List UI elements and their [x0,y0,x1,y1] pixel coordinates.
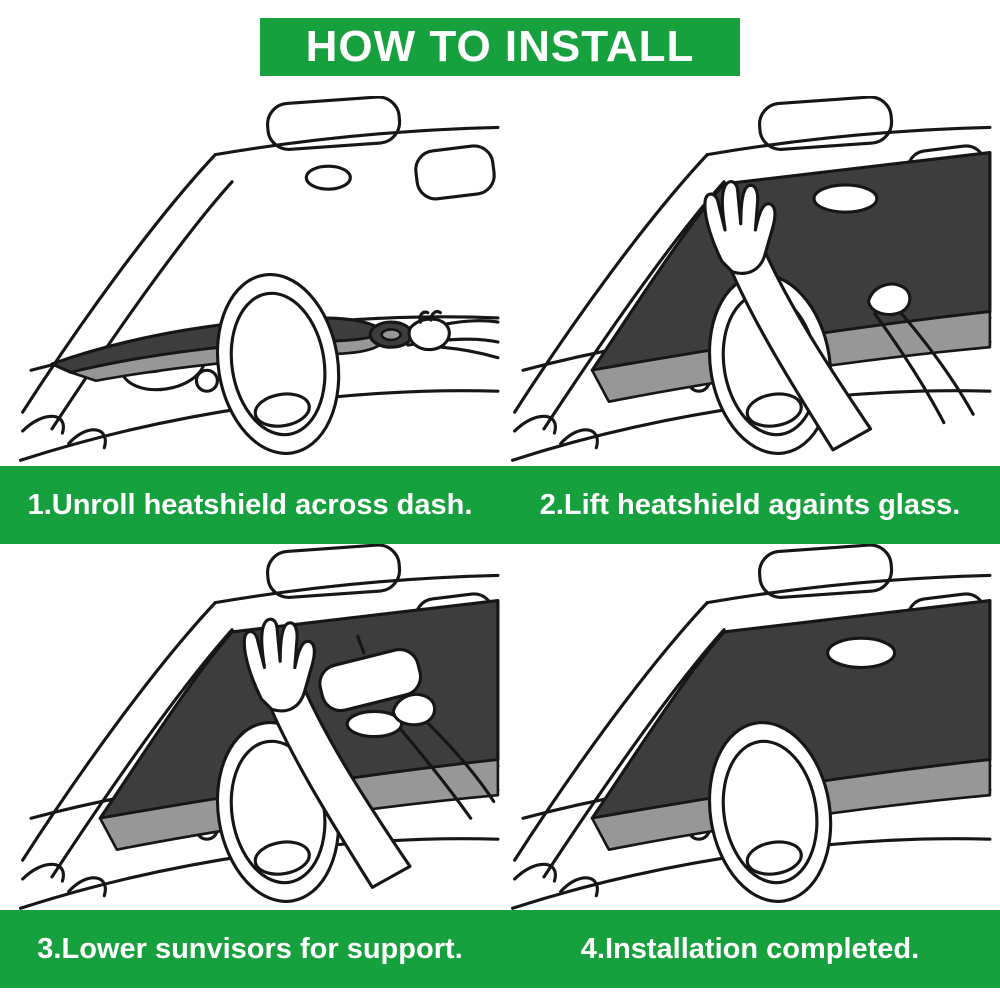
illustration-step-2 [500,96,992,481]
illustration-row-2 [0,544,1000,912]
rearview-mirror [812,183,879,214]
rearview-mirror [826,636,897,670]
illustration-step-1 [8,96,500,481]
step-4-caption: 4.Installation completed. [580,932,920,965]
step-1-caption: 1.Unroll heatshield across dash. [27,488,473,521]
step-2-caption: 2.Lift heatshield againts glass. [539,488,961,521]
title-banner: HOW TO INSTALL [260,18,740,76]
rearview-mirror [345,709,404,739]
caption-bar-top: 1.Unroll heatshield across dash. 2.Lift … [0,466,1000,544]
illustration-step-3 [8,544,500,929]
caption-bar-bottom: 3.Lower sunvisors for support. 4.Install… [0,910,1000,988]
hand-on-visor [391,692,496,820]
dome-light [304,164,352,191]
sun-visor-lowered [318,634,423,713]
illustration-row-1 [0,96,1000,466]
illustration-step-4 [500,544,992,929]
page-title: HOW TO INSTALL [305,22,695,71]
steering-wheel [203,264,353,464]
hand-unrolling [407,310,500,360]
header-area: HOW TO INSTALL [0,0,1000,96]
step-3-caption: 3.Lower sunvisors for support. [37,932,463,965]
